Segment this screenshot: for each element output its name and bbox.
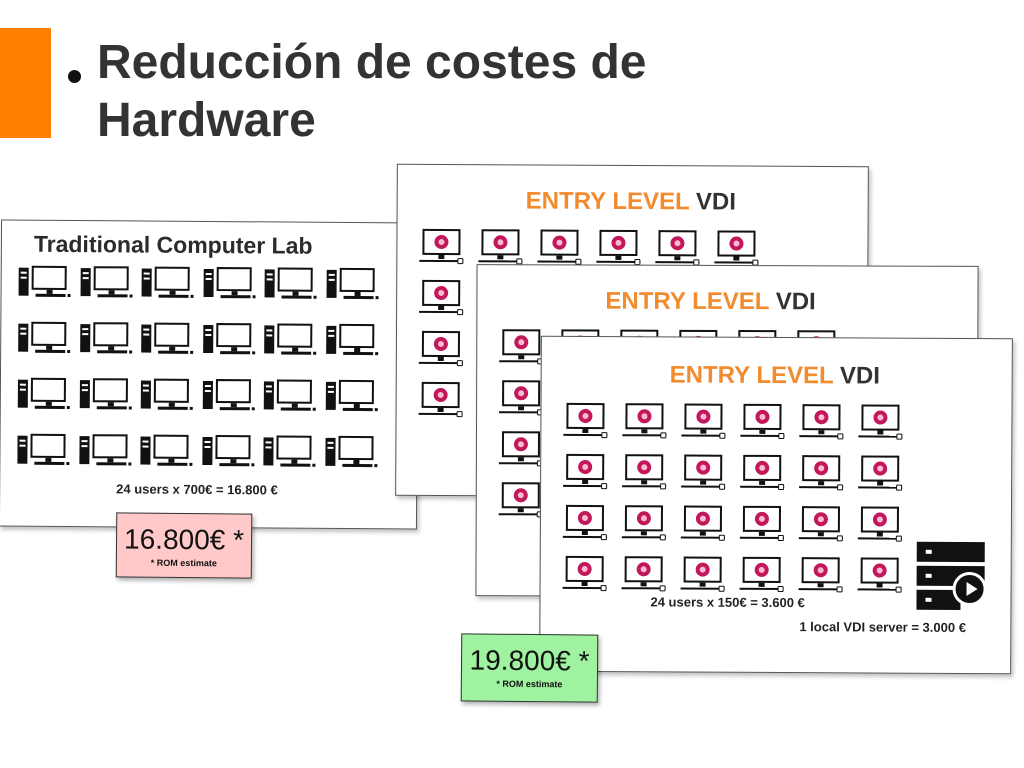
vdi-heading-entry-level: ENTRY LEVEL [605,287,770,316]
vdi-price-value: 19.800€ * [469,644,590,677]
desktop-pc-icon [201,435,254,471]
thin-client-icon [621,556,666,594]
thin-client-grid-front [562,402,903,596]
desktop-pc-icon [141,322,194,359]
traditional-price-note: 16.800€ * * ROM estimate [115,512,253,579]
vdi-panel-front-heading: ENTRY LEVEL VDI [670,361,880,390]
thin-client-icon [419,279,464,318]
desktop-pc-icon [18,265,71,302]
thin-client-icon [596,229,641,268]
thin-client-icon [798,557,843,595]
thin-client-icon [680,505,725,544]
desktop-pc-icon [325,379,378,416]
server-play-icon [916,541,987,614]
desktop-pc-icon [140,434,193,471]
thin-client-icon [714,230,759,268]
thin-client-icon [799,455,844,493]
thin-client-icon [858,455,903,493]
vdi-heading-entry-level: ENTRY LEVEL [525,187,690,216]
traditional-cost-caption: 24 users x 700€ = 16.800 € [116,481,278,498]
traditional-price-value: 16.800€ * [123,523,245,556]
thin-client-icon [799,404,844,442]
desktop-pc-icon [80,266,133,302]
thin-client-icon [562,504,607,543]
thin-client-icon [498,482,543,520]
vdi-heading-vdi: VDI [839,362,881,390]
thin-client-icon [681,403,726,442]
bullet-icon [68,70,81,83]
desktop-pc-icon [141,266,194,303]
traditional-price-footnote: * ROM estimate [150,557,217,569]
desktop-pc-icon [325,323,378,360]
desktop-pc-icon [263,435,316,471]
vdi-price-footnote: * ROM estimate [496,678,563,690]
slide-title-line-2: Hardware [97,94,316,147]
thin-client-icon [622,454,667,492]
server-cost-caption: 1 local VDI server = 3.000 € [799,619,966,635]
desktop-pc-icon [79,322,132,358]
vdi-panel-middle-heading: ENTRY LEVEL VDI [605,288,815,317]
desktop-pc-icon [326,267,379,304]
thin-client-icon [562,555,607,594]
vdi-panel-front: ENTRY LEVEL VDI 24 users x 150€ = 3.600 … [539,335,1013,675]
thin-client-icon [622,403,667,441]
clients-cost-caption: 24 users x 150€ = 3.600 € [650,594,805,611]
desktop-pc-icon [202,323,255,359]
thin-client-icon [680,556,725,595]
desktop-pc-icon [264,267,317,303]
desktop-pc-icon [324,435,377,472]
thin-client-icon [740,403,785,442]
desktop-pc-icon [79,378,132,414]
desktop-pc-icon [263,379,316,415]
thin-client-icon [621,505,666,543]
desktop-pc-icon [18,321,71,358]
thin-client-icon [655,230,700,268]
thin-client-icon [478,229,523,267]
thin-client-icon [499,329,544,367]
thin-client-icon [563,402,608,441]
thin-client-icon [419,228,464,267]
slide-title-line-1: Reducción de costes de [97,36,647,89]
traditional-lab-heading: Traditional Computer Lab [33,230,313,259]
thin-client-icon [740,454,785,493]
traditional-lab-panel: Traditional Computer Lab 24 users x 700€… [0,219,420,530]
slide-title: Reducción de costes de Hardware [97,34,797,150]
desktop-pc-icon [202,379,255,415]
thin-client-icon [563,453,608,492]
thin-client-icon [499,380,544,418]
thin-client-icon [798,506,843,544]
thin-client-icon [418,381,463,420]
vdi-heading-entry-level: ENTRY LEVEL [669,361,834,390]
thin-client-icon [418,330,463,369]
thin-client-icon [739,505,784,544]
desktop-pc-icon [78,434,131,470]
vdi-heading-vdi: VDI [775,288,816,316]
vdi-heading-vdi: VDI [695,188,737,216]
desktop-pc-icon [203,267,256,303]
vdi-price-note: 19.800€ * * ROM estimate [460,633,599,703]
accent-bar [0,28,51,138]
desktop-pc-icon [140,378,193,415]
desktop-pc-grid [17,265,379,473]
thin-client-icon [498,431,543,469]
thin-client-icon [537,229,582,268]
thin-client-icon [858,404,903,442]
desktop-pc-icon [17,377,70,414]
thin-client-icon [857,557,902,595]
desktop-pc-icon [264,323,317,359]
thin-client-icon [681,454,726,493]
thin-client-icon [739,556,784,595]
desktop-pc-icon [17,433,70,470]
vdi-panel-back-heading: ENTRY LEVEL VDI [526,187,736,216]
thin-client-icon [857,506,902,544]
